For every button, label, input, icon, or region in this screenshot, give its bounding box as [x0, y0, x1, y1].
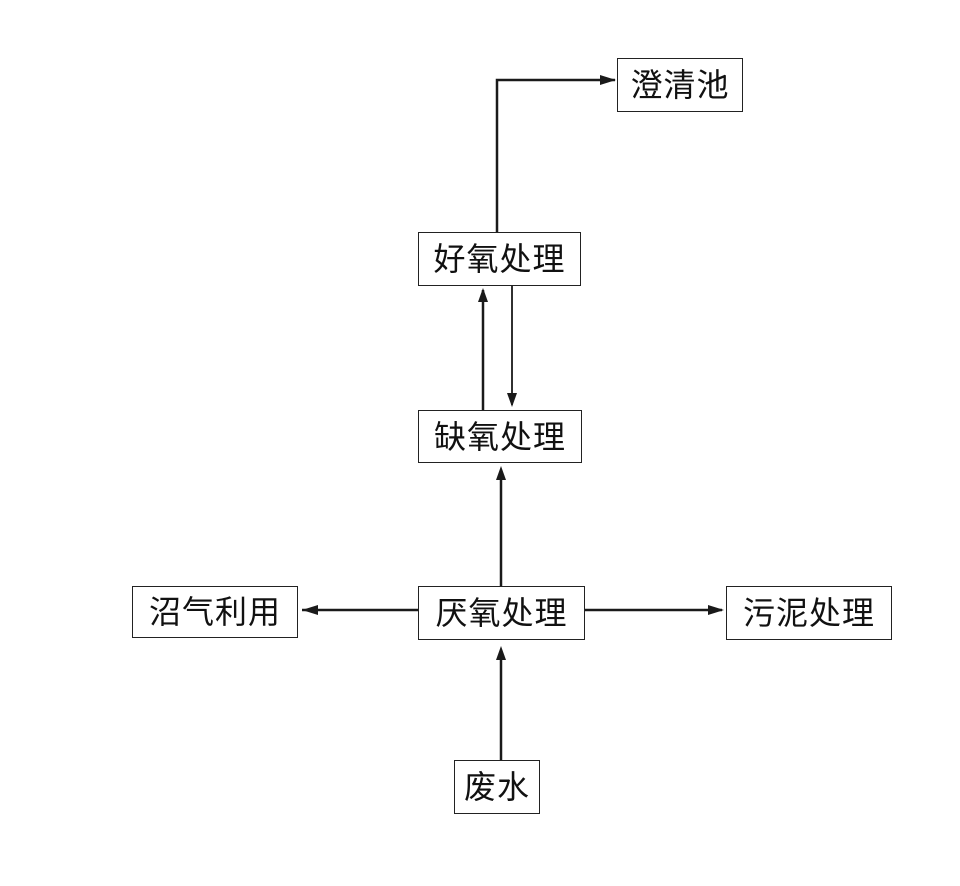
node-wastewater: 废水 — [454, 760, 540, 814]
node-anaerobic-label: 厌氧处理 — [435, 594, 568, 632]
node-clarifier: 澄清池 — [617, 58, 743, 112]
arrowhead-biogas — [302, 605, 318, 615]
arrowhead-anaerobic — [496, 646, 506, 660]
node-biogas-label: 沼气利用 — [148, 593, 281, 631]
node-aerobic: 好氧处理 — [418, 232, 581, 286]
node-wastewater-label: 废水 — [463, 768, 530, 806]
arrowhead-sludge — [708, 605, 724, 615]
node-anaerobic: 厌氧处理 — [418, 586, 585, 640]
arrowhead-anoxic-return — [507, 393, 517, 407]
node-sludge: 污泥处理 — [726, 586, 892, 640]
node-sludge-label: 污泥处理 — [742, 594, 875, 632]
node-anoxic: 缺氧处理 — [418, 410, 582, 463]
node-anoxic-label: 缺氧处理 — [433, 417, 566, 456]
node-biogas: 沼气利用 — [132, 586, 298, 638]
node-aerobic-label: 好氧处理 — [433, 240, 566, 278]
edge-aerobic-to-clarifier — [495, 78, 615, 232]
node-clarifier-label: 澄清池 — [630, 66, 730, 104]
arrowhead-clarifier — [600, 75, 616, 85]
arrowhead-anoxic — [496, 466, 506, 480]
arrowhead-aerobic — [478, 288, 488, 302]
